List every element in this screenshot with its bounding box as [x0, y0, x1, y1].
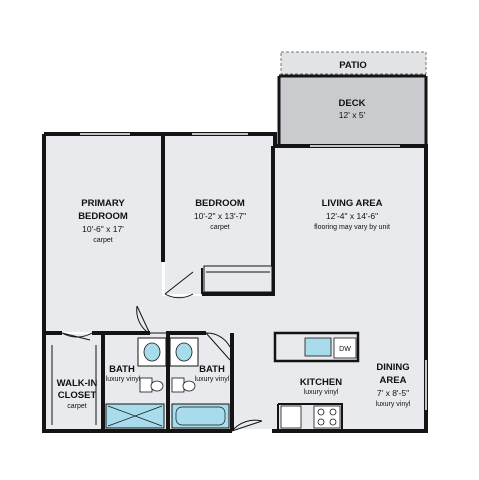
- kitchen-sink: [304, 337, 332, 357]
- patio-area: [280, 51, 427, 75]
- bath-1-toilet-tank: [139, 377, 153, 393]
- kitchen-range: [313, 405, 341, 429]
- living-area-dims: 12'-4" x 14'-6": [326, 211, 378, 221]
- kitchen-fridge: [280, 405, 302, 429]
- room-labels: PRIMARY BEDROOM 10'-6" x 17' carpet BEDR…: [57, 198, 411, 410]
- primary-bedroom-name-1: PRIMARY: [81, 198, 125, 209]
- windows: [80, 133, 427, 410]
- bath-2-floor: luxury vinyl: [195, 376, 230, 383]
- bath-2-name: BATH: [199, 364, 225, 375]
- bath-1-sink-icon: [143, 342, 161, 362]
- kitchen-fixtures: DW: [280, 337, 357, 429]
- primary-bedroom-dims: 10'-6" x 17': [82, 224, 124, 234]
- patio-label: PATIO: [339, 60, 367, 71]
- door-entry: [231, 419, 263, 432]
- kitchen-floor: luxury vinyl: [304, 389, 339, 396]
- primary-bedroom-floor: carpet: [93, 237, 113, 244]
- primary-bedroom-name-2: BEDROOM: [78, 211, 128, 222]
- bath-2-toilet-tank: [171, 377, 185, 393]
- bath-2-fixtures: [169, 337, 230, 429]
- kitchen-name: KITCHEN: [300, 377, 342, 388]
- closet-name-1: WALK-IN: [57, 378, 98, 389]
- deck-dims: 12' x 5': [339, 110, 366, 120]
- bedroom-closet: [203, 265, 273, 293]
- bath-1-toilet-icon: [150, 380, 164, 392]
- dishwasher-label: DW: [339, 346, 351, 353]
- deck-area: [280, 76, 426, 144]
- bedroom-living-wall: [202, 146, 275, 296]
- dining-floor: luxury vinyl: [376, 401, 411, 408]
- bedroom-name: BEDROOM: [195, 198, 245, 209]
- burner-1-icon: [317, 408, 325, 416]
- hall-floor: [150, 296, 275, 334]
- burner-3-icon: [317, 418, 325, 426]
- bath-2-sink-icon: [175, 342, 193, 362]
- door-closet: [61, 332, 93, 341]
- kitchen-floor: [234, 334, 275, 429]
- living-area-name: LIVING AREA: [322, 198, 383, 209]
- bedroom-floor: carpet: [210, 224, 230, 231]
- closet-name-2: CLOSET: [58, 390, 97, 401]
- deck-wall: [277, 74, 428, 145]
- bath-1-shower-cross: [107, 405, 163, 427]
- bath-2-toilet-icon: [182, 380, 196, 392]
- patio: PATIO: [280, 51, 427, 75]
- dining-name-2: AREA: [380, 375, 407, 386]
- dining-name-1: DINING: [376, 362, 409, 373]
- living-area-floor: flooring may vary by unit: [314, 224, 390, 231]
- door-bath-2: [205, 332, 231, 361]
- closet-floor: [46, 334, 102, 429]
- bath-1-floor: luxury vinyl: [106, 376, 141, 383]
- door-primary-bedroom: [136, 305, 151, 335]
- living-area-floor: [275, 146, 426, 429]
- burner-4-icon: [329, 418, 337, 426]
- deck: DECK 12' x 5': [277, 74, 428, 145]
- kitchen-counter-wall: [273, 331, 360, 363]
- closet-shelves: [51, 345, 97, 425]
- primary-bedroom-floor: [46, 136, 162, 332]
- door-bedroom: [164, 271, 194, 299]
- bath-1-name: BATH: [109, 364, 135, 375]
- doors: [61, 271, 263, 432]
- kitchen-dishwasher: [333, 337, 357, 359]
- bath-1-fixtures: [105, 337, 167, 429]
- dining-dims: 7' x 8'-5": [377, 388, 409, 398]
- closet-floor: carpet: [67, 403, 87, 410]
- deck-label: DECK: [339, 98, 366, 109]
- bedroom-dims: 10'-2" x 13'-7": [194, 211, 246, 221]
- bath-2-tub-inner: [175, 406, 226, 426]
- kitchen-lower-counter: [277, 403, 343, 431]
- burner-2-icon: [329, 408, 337, 416]
